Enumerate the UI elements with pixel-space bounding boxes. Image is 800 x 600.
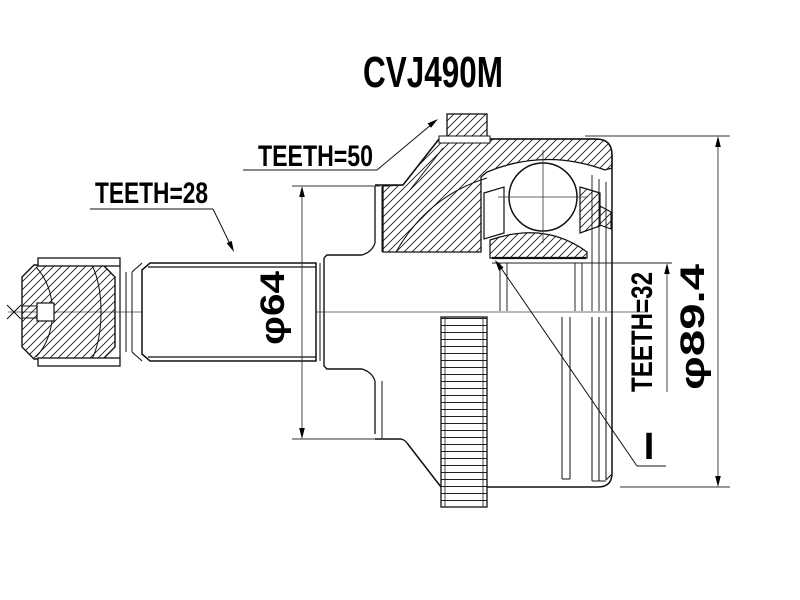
cage-right-section [579,186,601,234]
label-teeth-50: TEETH=50 [258,140,373,173]
dimension-phi89-4 [585,135,730,488]
shaft-step-section [323,242,376,382]
leader-inner-race-mark [495,260,666,467]
dimension-phi64 [292,185,380,440]
leader-teeth28 [90,208,234,252]
cage-left-section [483,186,505,240]
label-phi-89-4: φ89.4 [674,264,712,390]
leader-teeth50 [243,119,438,171]
centerline-end-mark [6,304,22,320]
spline-shaft [141,262,321,362]
shaft-neck-groove [119,262,143,362]
housing-outer-groove [561,317,571,480]
abs-tone-ring [438,113,491,508]
dimension-teeth32 [664,263,670,392]
stub-shaft-section [21,257,121,367]
label-teeth-28: TEETH=28 [95,177,208,210]
abs-ring-tooth-band [440,316,488,508]
ball-cage-race-assembly [483,150,672,311]
center-hole [22,302,55,322]
label-phi-64: φ64 [254,271,292,345]
inner-race-section [489,232,588,259]
label-inner-race-mark: I [644,426,655,468]
inner-race-spline [492,256,672,311]
labels: CVJ490M TEETH=50 TEETH=28 φ64 TEETH=32 φ… [95,48,712,468]
label-teeth-32: TEETH=32 [626,272,659,392]
drawing-title: CVJ490M [363,48,503,97]
abs-ring-section-top [446,113,488,138]
race-lock-section [599,205,612,230]
